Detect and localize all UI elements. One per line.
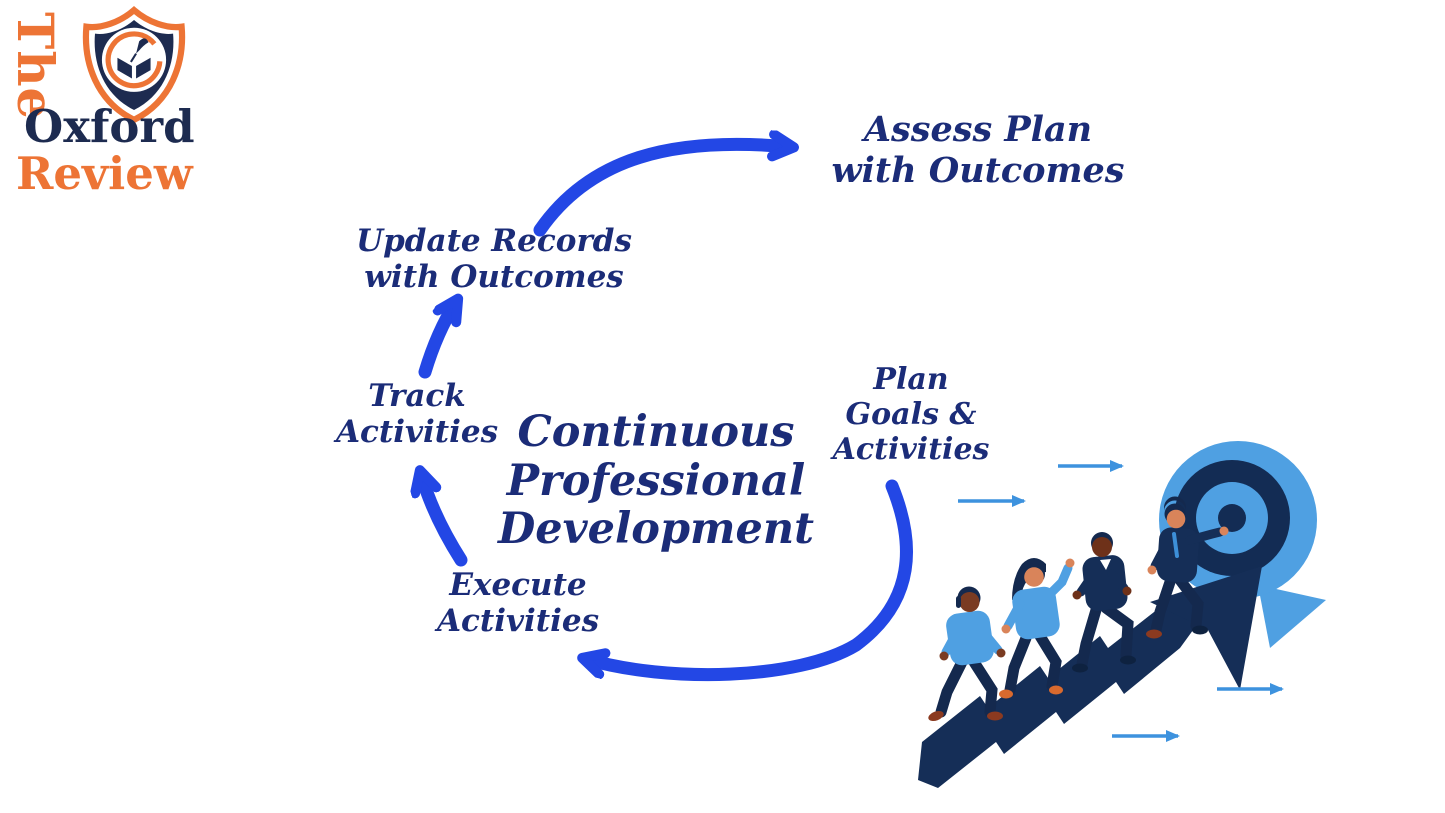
- logo-word-oxford: Oxford: [24, 100, 195, 153]
- cycle-center-title: Continuous Professional Development: [497, 407, 815, 555]
- person-4: [1146, 496, 1229, 639]
- logo-word-review: Review: [16, 147, 193, 200]
- logo-word-the: The: [6, 12, 65, 121]
- person-3: [1072, 532, 1136, 673]
- person-2: [999, 558, 1075, 699]
- cycle-arrow-plan-to-execute: [586, 479, 913, 682]
- person-1: [928, 586, 1006, 722]
- step-label-update: Update Records with Outcomes: [356, 223, 632, 295]
- oxford-review-logo: The Oxford Review: [6, 4, 218, 209]
- cycle-arrows: [418, 144, 913, 682]
- cycle-arrow-track-to-update: [418, 302, 456, 379]
- step-label-track: Track Activities: [335, 378, 499, 450]
- cycle-arrow-update-to-assess: [533, 144, 790, 237]
- cycle-arrow-execute-to-track: [421, 474, 468, 567]
- shield-book-quill-icon: [82, 6, 186, 124]
- growth-illustration: [918, 441, 1326, 788]
- speed-arrows: [958, 460, 1284, 742]
- step-label-plan: Plan Goals & Activities: [832, 362, 990, 467]
- step-label-execute: Execute Activities: [436, 567, 600, 639]
- step-label-assess: Assess Plan with Outcomes: [831, 109, 1125, 191]
